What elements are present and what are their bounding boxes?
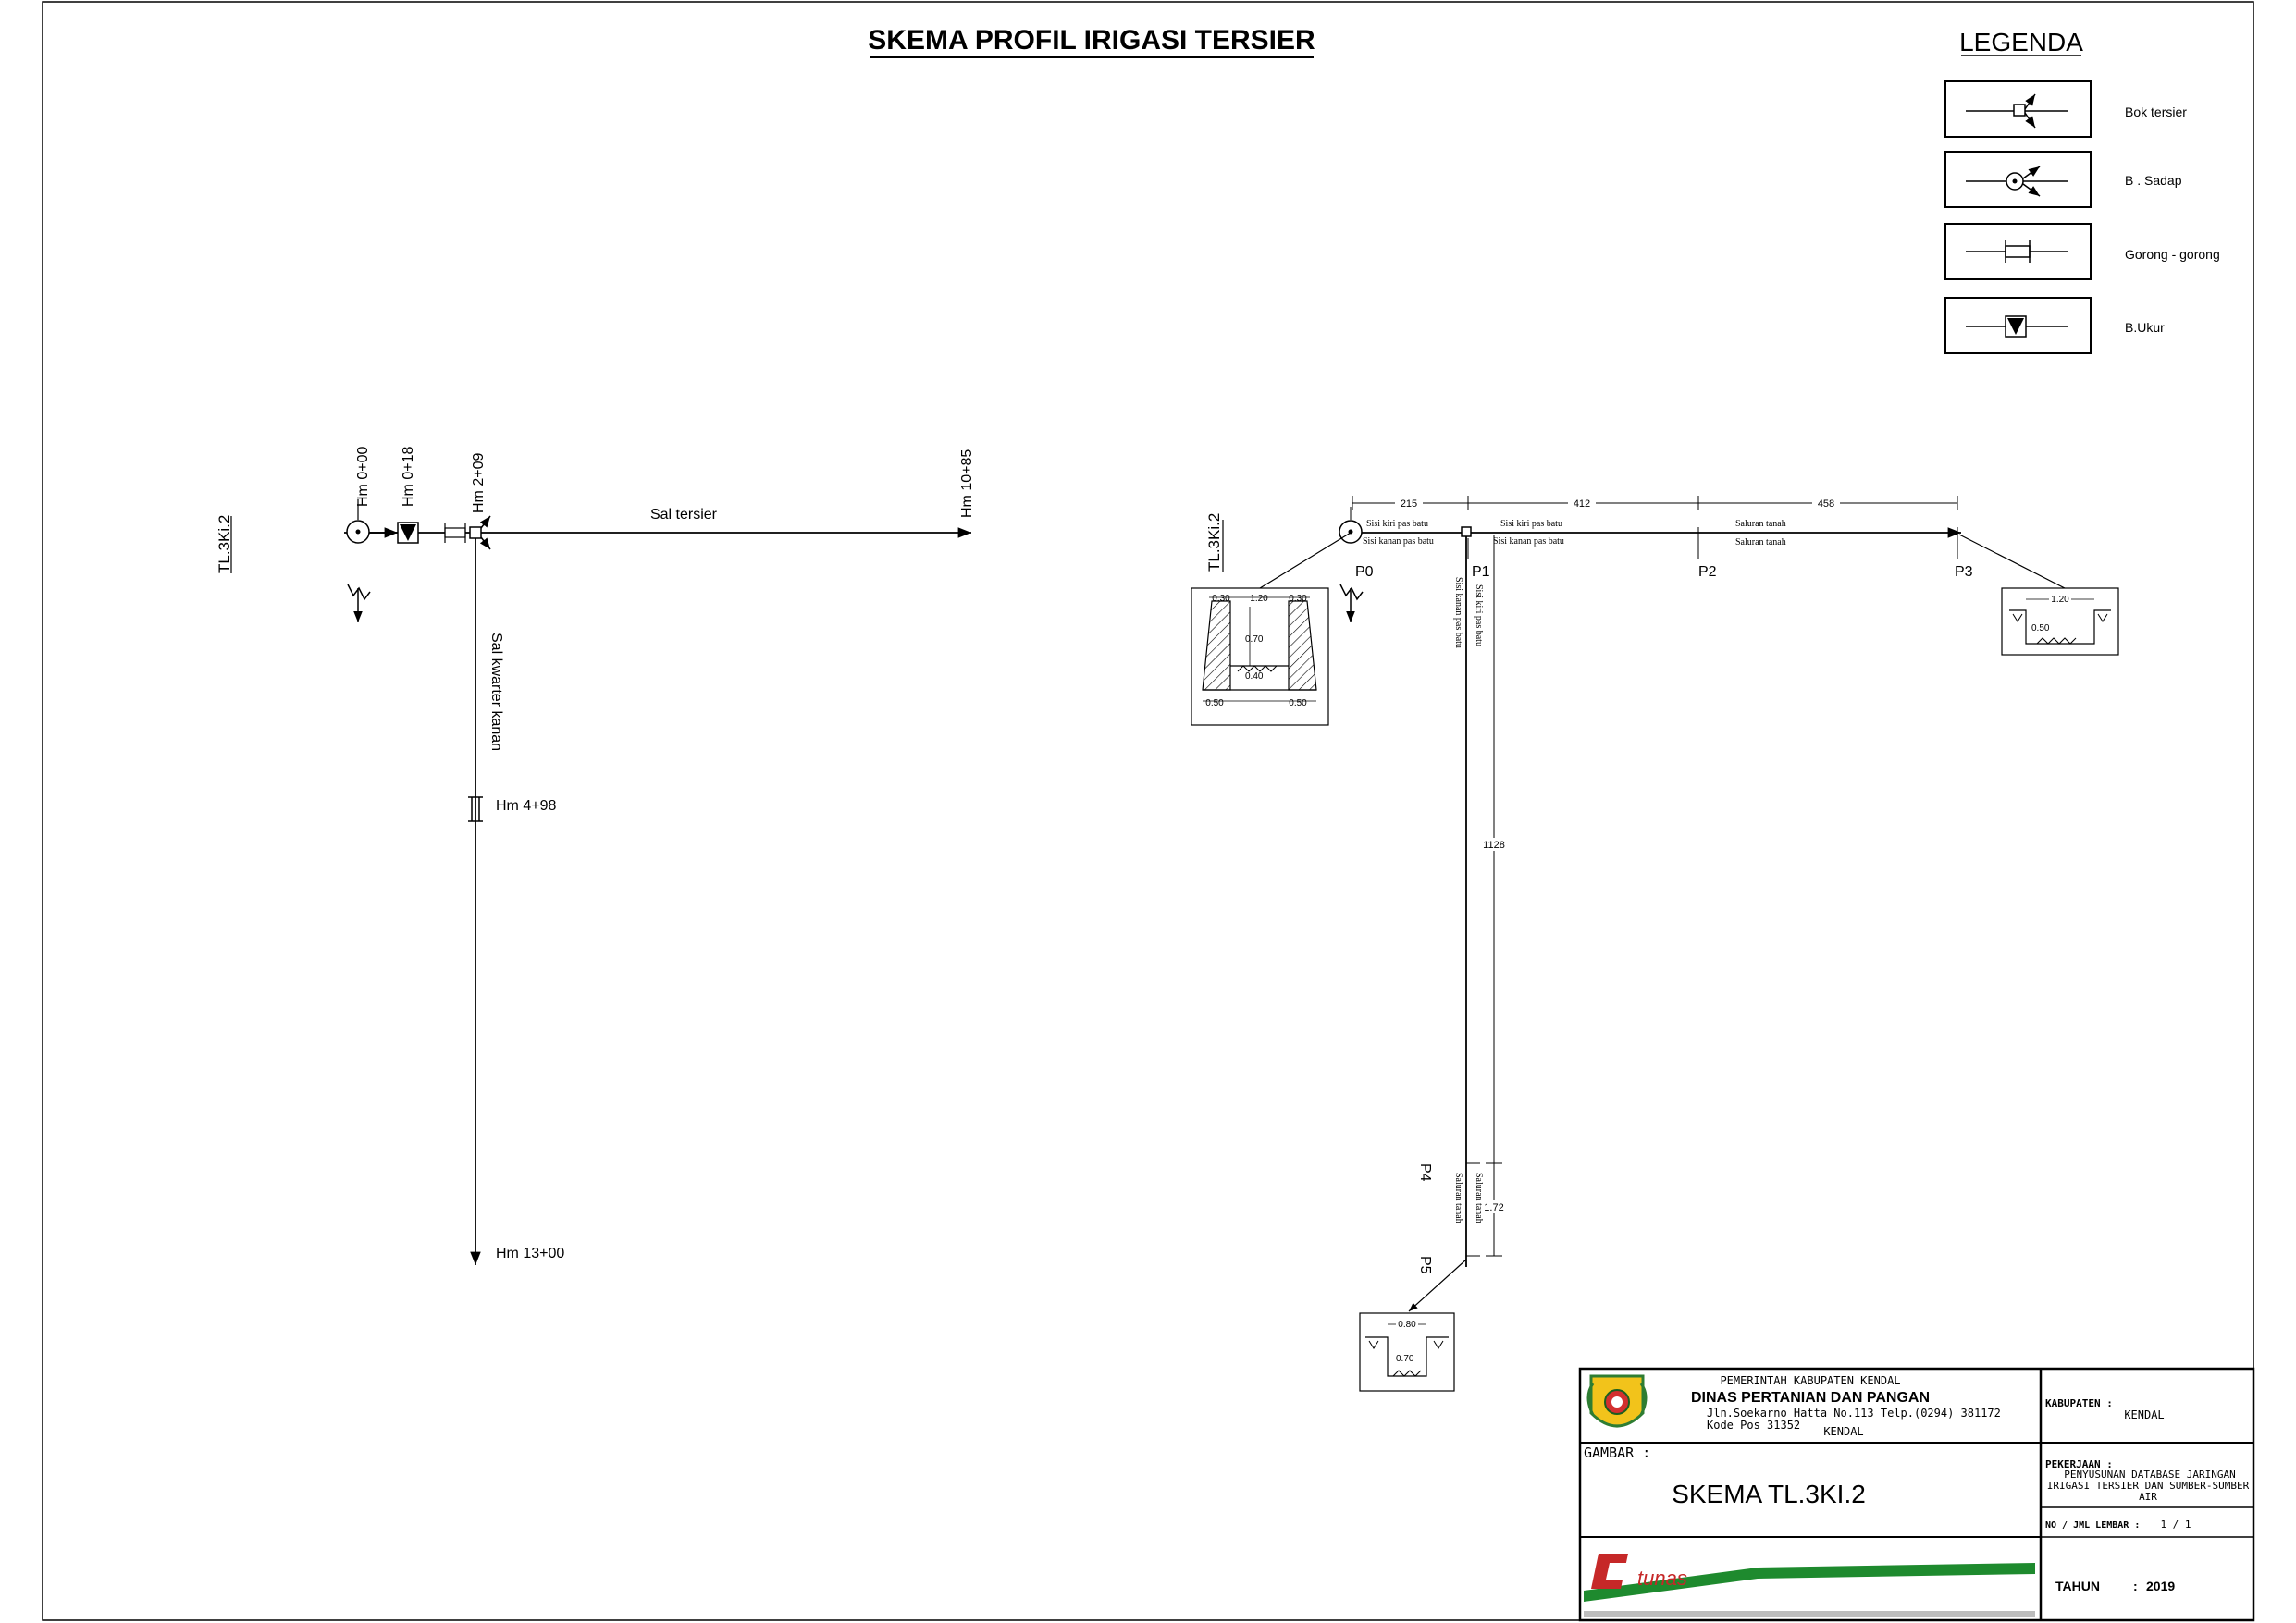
water-level-icon-right — [1339, 584, 1364, 622]
section-c-dim-width: 0.80 — [1398, 1320, 1416, 1330]
bok-tersier-icon — [1966, 93, 2068, 129]
department-postcode: Kode Pos 31352 — [1707, 1419, 1800, 1432]
station-label-hm-0-18: Hm 0+18 — [401, 447, 416, 507]
pekerjaan-label: PEKERJAAN : — [2045, 1458, 2113, 1470]
tertiary-box-symbol-right — [1461, 526, 1472, 537]
lembar-value: 1 / 1 — [2160, 1518, 2191, 1531]
length-label-p4-p5: 1.72 — [1484, 1202, 1503, 1213]
legend-item-bangunan-sadap: B . Sadap — [1944, 151, 2182, 208]
point-label-p2: P2 — [1698, 564, 1717, 580]
station-label-hm-0-00: Hm 0+00 — [355, 447, 371, 507]
department-city: KENDAL — [1823, 1425, 1863, 1438]
point-label-p3: P3 — [1955, 564, 1973, 580]
pekerjaan-line-2: IRIGASI TERSIER DAN SUMBER-SUMBER — [2047, 1480, 2250, 1492]
tahun-value: 2019 — [2146, 1579, 2175, 1593]
section-a-dim-right-top: 0.30 — [1289, 594, 1307, 604]
legend: LEGENDA Bok tersier B . Sadap — [1944, 28, 2220, 354]
section-b-dim-height: 0.50 — [2031, 623, 2050, 633]
cross-section-b: 1.20 0.50 — [2001, 587, 2119, 656]
legend-label-bok-tersier: Bok tersier — [2125, 105, 2187, 119]
point-label-p1: P1 — [1472, 564, 1490, 580]
quaternary-channel-label: Sal kwarter kanan — [488, 633, 504, 751]
note-left-upper: Sisi kiri pas batu — [1366, 519, 1428, 529]
gambar-value: SKEMA TL.3KI.2 — [1672, 1480, 1866, 1508]
station-label-hm-2-09: Hm 2+09 — [471, 453, 487, 513]
legend-item-gorong-gorong: Gorong - gorong — [1944, 223, 2220, 280]
intake-structure-symbol — [346, 499, 398, 544]
legend-title: LEGENDA — [1959, 28, 2083, 56]
length-label-p0-p1: 215 — [1401, 498, 1417, 510]
tertiary-channel-label: Sal tersier — [650, 507, 718, 523]
dimension-line-vertical: 1128 1.72 — [1480, 535, 1508, 1257]
gorong-gorong-icon — [1966, 240, 2068, 263]
measuring-structure-symbol — [397, 522, 419, 544]
legend-label-bangunan-sadap: B . Sadap — [2125, 173, 2182, 188]
kabupaten-value: KENDAL — [2124, 1408, 2164, 1421]
gov-name: PEMERINTAH KABUPATEN KENDAL — [1720, 1374, 1900, 1387]
schema-left-channel-code: TL.3Ki.2 — [216, 515, 233, 573]
note-vert-a: Sisi kiri pas batu — [1474, 584, 1484, 646]
section-a-dim-left-base: 0.50 — [1205, 698, 1224, 708]
legend-item-bok-tersier: Bok tersier — [1944, 80, 2187, 138]
section-c-dim-height: 0.70 — [1396, 1354, 1414, 1364]
bangunan-ukur-icon — [1966, 315, 2068, 338]
tahun-label: TAHUN — [2055, 1579, 2100, 1593]
lembar-label: NO / JML LEMBAR : — [2045, 1520, 2140, 1531]
section-a-dim-width: 1.20 — [1250, 594, 1268, 604]
legend-label-bangunan-ukur: B.Ukur — [2125, 320, 2165, 335]
station-label-hm-10-85: Hm 10+85 — [959, 449, 975, 518]
note-right-lower: Saluran tanah — [1735, 537, 1786, 547]
note-mid-upper: Sisi kiri pas batu — [1500, 519, 1562, 529]
pekerjaan-line-3: AIR — [2139, 1491, 2157, 1503]
schema-left: TL.3Ki.2 Sal tersier — [216, 447, 975, 1265]
cross-section-a: 0.30 1.20 0.30 0.70 0.40 0.50 0.50 — [1191, 587, 1329, 726]
sheet-border — [42, 1, 2254, 1621]
length-label-p1-p2: 412 — [1574, 498, 1590, 510]
section-a-dim-height: 0.70 — [1245, 634, 1264, 645]
legend-label-gorong-gorong: Gorong - gorong — [2125, 247, 2220, 262]
note-vert-b: Sisi kanan pas batu — [1453, 577, 1463, 648]
point-label-p4: P4 — [1417, 1163, 1433, 1182]
note-vert-c: Saluran tanah — [1474, 1173, 1484, 1223]
schema-right-channel-code: TL.3Ki.2 — [1205, 513, 1223, 572]
cross-section-c: 0.80 0.70 — [1359, 1312, 1455, 1392]
company-logo: tunas — [1584, 1547, 2037, 1617]
culvert-symbol — [468, 796, 483, 822]
legend-item-bangunan-ukur: B.Ukur — [1944, 297, 2165, 354]
gambar-label: GAMBAR : — [1584, 1445, 1650, 1461]
department-name: DINAS PERTANIAN DAN PANGAN — [1691, 1390, 1930, 1406]
station-label-hm-4-98: Hm 4+98 — [496, 798, 556, 814]
tahun-separator: : — [2133, 1579, 2138, 1593]
water-level-icon — [347, 584, 371, 622]
note-mid-lower: Sisi kanan pas batu — [1493, 536, 1564, 547]
note-left-lower: Sisi kanan pas batu — [1363, 536, 1434, 547]
length-label-p1-p4: 1128 — [1483, 840, 1505, 851]
station-label-hm-13-00: Hm 13+00 — [496, 1246, 564, 1261]
section-a-dim-water: 0.40 — [1245, 671, 1264, 682]
point-label-p5: P5 — [1417, 1256, 1433, 1274]
department-address: Jln.Soekarno Hatta No.113 Telp.(0294) 38… — [1707, 1407, 2001, 1420]
pekerjaan-line-1: PENYUSUNAN DATABASE JARINGAN — [2064, 1469, 2235, 1481]
note-vert-d: Saluran tanah — [1453, 1173, 1463, 1223]
kabupaten-label: KABUPATEN : — [2045, 1397, 2113, 1409]
title-block: PEMERINTAH KABUPATEN KENDAL DINAS PERTAN… — [1578, 1367, 2255, 1622]
schema-right: TL.3Ki.2 215 412 458 — [1191, 496, 2119, 1392]
bangunan-sadap-icon — [1966, 166, 2068, 197]
kendal-regency-logo — [1586, 1374, 1648, 1428]
tertiary-box-symbol — [444, 515, 491, 550]
dimension-line-top: 215 412 458 — [1352, 496, 1958, 510]
section-b-dim-width: 1.20 — [2051, 595, 2069, 605]
note-right-upper: Saluran tanah — [1735, 519, 1786, 529]
section-a-dim-left-top: 0.30 — [1212, 594, 1230, 604]
length-label-p2-p3: 458 — [1818, 498, 1834, 510]
company-logo-text: tunas — [1637, 1567, 1687, 1590]
point-label-p0: P0 — [1355, 564, 1374, 580]
section-a-dim-right-base: 0.50 — [1289, 698, 1307, 708]
drawing-title: SKEMA PROFIL IRIGASI TERSIER — [868, 25, 1315, 55]
